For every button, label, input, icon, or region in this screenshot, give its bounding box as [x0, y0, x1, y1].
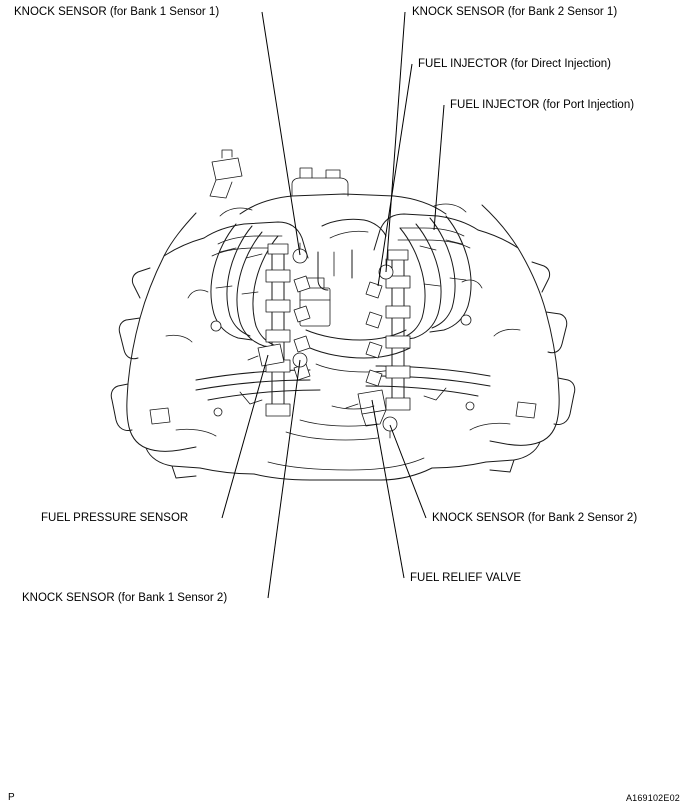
leader-knock-b1s2 — [268, 360, 300, 598]
leader-fuel-injector-direct — [378, 64, 412, 286]
callout-fuel-pressure-sensor: FUEL PRESSURE SENSOR — [41, 512, 189, 524]
leader-fuel-injector-port — [434, 105, 444, 230]
callout-fuel-injector-port-injection: FUEL INJECTOR (for Port Injection) — [450, 99, 635, 111]
leader-fuel-relief-valve — [372, 400, 404, 578]
engine-body — [111, 150, 575, 480]
figure-code: A169102E02 — [625, 793, 680, 803]
right-intake-runners — [400, 216, 471, 340]
callout-fuel-relief-valve: FUEL RELIEF VALVE — [410, 572, 521, 584]
callout-knock-sensor-bank2-sensor1: KNOCK SENSOR (for Bank 2 Sensor 1) — [412, 6, 618, 18]
callout-knock-sensor-bank1-sensor1: KNOCK SENSOR (for Bank 1 Sensor 1) — [14, 6, 220, 18]
knock-sensor-parts — [293, 243, 397, 438]
callout-knock-sensor-bank2-sensor2: KNOCK SENSOR (for Bank 2 Sensor 2) — [432, 512, 638, 524]
right-fuel-rail — [386, 250, 410, 410]
leader-knock-b1s1 — [262, 12, 300, 255]
page-mark: P — [8, 792, 15, 803]
leader-knock-b2s1 — [386, 12, 405, 272]
callout-knock-sensor-bank1-sensor2: KNOCK SENSOR (for Bank 1 Sensor 2) — [22, 592, 228, 604]
leader-knock-b2s2 — [390, 425, 426, 518]
leader-fuel-pressure-sensor — [222, 355, 268, 518]
leader-lines — [222, 12, 444, 598]
left-fuel-rail — [266, 244, 290, 416]
callout-fuel-injector-direct-injection: FUEL INJECTOR (for Direct Injection) — [418, 58, 611, 70]
